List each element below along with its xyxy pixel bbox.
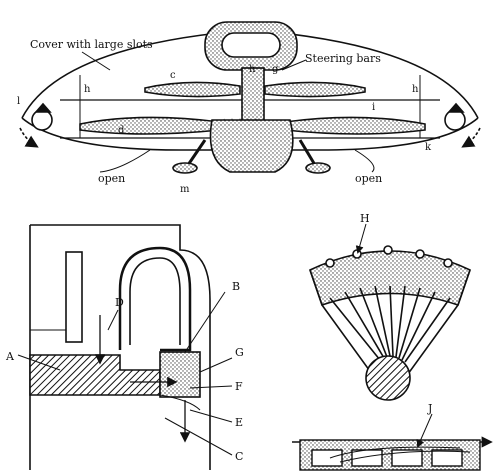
fan-hub <box>365 355 411 401</box>
central-hub <box>209 119 294 173</box>
letter-B: B <box>232 280 240 293</box>
letter-i: i <box>372 102 375 113</box>
letter-D: D <box>115 296 124 309</box>
letter-h-left: h <box>84 84 91 95</box>
letter-l: l <box>17 96 20 107</box>
letter-k: k <box>425 142 432 153</box>
letter-h-right: h <box>412 84 419 95</box>
dotted-chamber <box>159 351 201 398</box>
letter-F: F <box>235 380 243 393</box>
upper-rotor-left <box>144 81 241 98</box>
letter-d: d <box>118 125 125 136</box>
flying-disc-cross-section <box>19 21 481 174</box>
letter-g: g <box>272 64 279 75</box>
letter-h-center: h <box>249 64 256 75</box>
lower-rotor-left <box>79 116 221 135</box>
curved-duct <box>118 246 192 352</box>
steering-label: Steering bars <box>305 52 381 65</box>
central-shaft <box>241 67 265 124</box>
letter-c: c <box>170 70 176 81</box>
letter-J: J <box>427 402 432 415</box>
letter-A: A <box>5 350 15 363</box>
letter-G: G <box>235 346 244 359</box>
fan-mechanism <box>309 223 471 401</box>
upper-rotor-right <box>264 81 366 98</box>
letter-H: H <box>360 212 370 225</box>
open-right-label: open <box>355 172 382 185</box>
lower-rotor-right <box>284 116 426 135</box>
letter-m: m <box>180 184 190 195</box>
open-left-label: open <box>98 172 125 185</box>
vertical-pipe <box>65 251 83 343</box>
hatched-base <box>29 354 161 396</box>
slotted-strip <box>292 413 493 471</box>
letter-C: C <box>235 450 243 463</box>
letter-E: E <box>235 416 243 429</box>
valve-cross-section <box>17 224 233 470</box>
cover-label: Cover with large slots <box>30 38 153 51</box>
